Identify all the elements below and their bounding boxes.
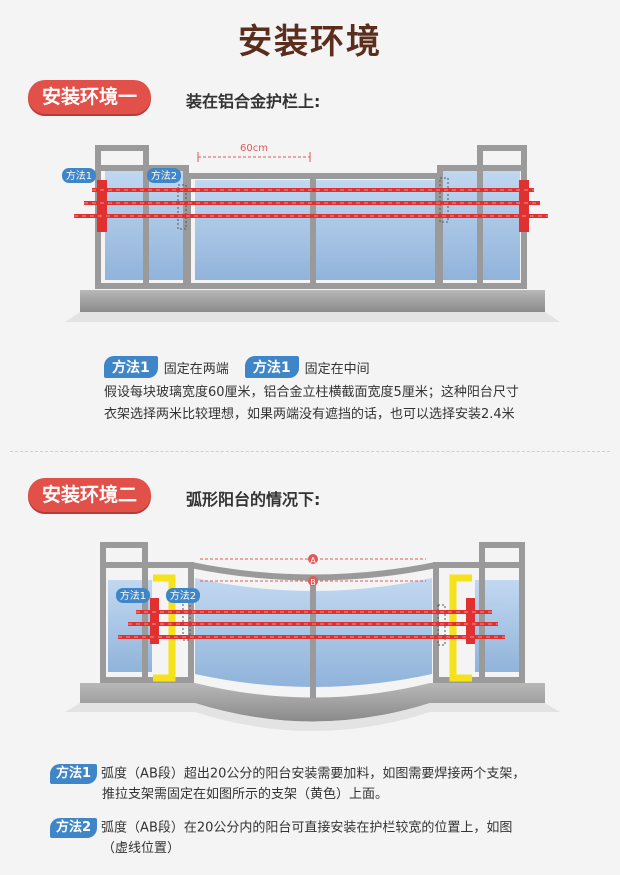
- desc-line: 假设每块玻璃宽度60厘米，铝合金立柱横截面宽度5厘米；这种阳台尺寸: [104, 385, 519, 400]
- dimension-label: 60cm: [240, 143, 268, 154]
- method-badge: 方法1: [104, 356, 158, 378]
- note-line: （虚线位置）: [102, 840, 181, 856]
- mid-mount-left: [182, 599, 191, 641]
- mid-mount-left: [177, 184, 187, 230]
- yellow-bracket-right: [449, 574, 472, 682]
- end-bracket-left: [150, 598, 159, 644]
- page-title: 安装环境: [238, 22, 382, 62]
- drying-rods: [118, 610, 505, 639]
- note-line: 推拉支架需固定在如图所示的支架（黄色）上面。: [102, 786, 389, 802]
- method-row: 方法1 固定在两端 方法1 固定在中间: [104, 356, 382, 378]
- point-a: A: [310, 556, 316, 565]
- point-b: B: [310, 578, 316, 587]
- tag-method2: 方法2: [151, 169, 177, 182]
- method-badge: 方法1: [244, 356, 299, 378]
- yellow-bracket-left: [153, 574, 176, 682]
- method-badge: 方法2: [50, 818, 98, 838]
- railing-diagram-1: 60cm 方法1 方法2: [62, 143, 560, 322]
- drying-rods: [74, 188, 548, 218]
- method-label: 固定在两端: [163, 361, 229, 377]
- railing-diagram-2: A B 方法1 方法2: [65, 542, 560, 731]
- section-divider: [10, 451, 610, 452]
- glass-panel: [195, 180, 315, 280]
- curved-top-rail: [190, 562, 437, 581]
- end-bracket-left: [97, 180, 107, 232]
- method-label: 固定在中间: [304, 361, 370, 377]
- end-bracket-right: [466, 598, 475, 644]
- end-bracket-right: [519, 180, 529, 232]
- mid-mount-right: [439, 177, 449, 223]
- section1-heading: 装在铝合金护栏上:: [186, 92, 321, 111]
- note-line: 弧度（AB段）在20公分内的阳台可直接安装在护栏较宽的位置上，如图: [101, 820, 513, 836]
- tag-method1: 方法1: [120, 589, 146, 602]
- section2-badge: 安装环境二: [28, 478, 152, 512]
- section2-heading: 弧形阳台的情况下:: [186, 490, 321, 509]
- tag-method2: 方法2: [170, 589, 196, 602]
- tag-method1: 方法1: [66, 169, 92, 182]
- method-badge: 方法1: [50, 764, 98, 784]
- desc-line: 衣架选择两米比较理想，如果两端没有遮挡的话，也可以选择安装2.4米: [104, 407, 515, 422]
- note-line: 弧度（AB段）超出20公分的阳台安装需要加料，如图需要焊接两个支架，: [101, 766, 526, 782]
- section1-description: 假设每块玻璃宽度60厘米，铝合金立柱横截面宽度5厘米；这种阳台尺寸 衣架选择两米…: [104, 382, 519, 426]
- curved-floor-slab: [80, 683, 545, 722]
- section1-badge: 安装环境一: [28, 80, 152, 114]
- glass-panel: [315, 180, 435, 280]
- floor-slab: [80, 290, 545, 312]
